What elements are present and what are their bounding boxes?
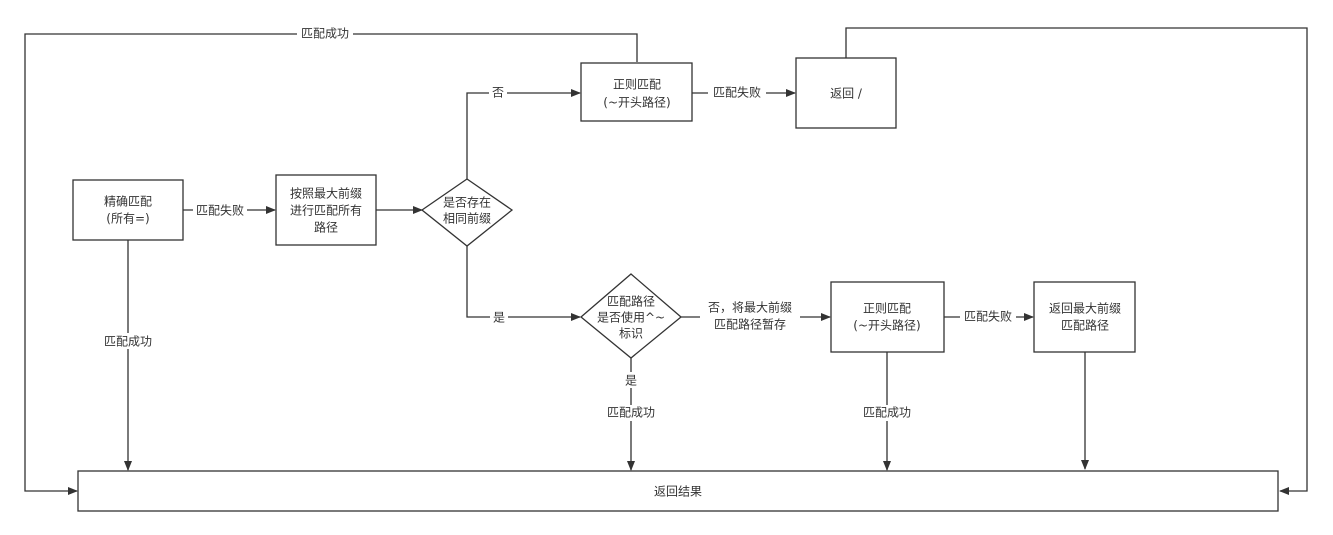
node-caret-line1: 匹配路径 <box>607 294 655 309</box>
node-exact-match-line1: 精确匹配 <box>104 195 152 209</box>
node-exact-match[interactable]: 精确匹配 (所有=) <box>72 179 184 241</box>
edge-decision-yes-to-caret-decision[interactable] <box>466 246 581 321</box>
node-caret-line3: 标识 <box>619 327 643 341</box>
node-same-prefix-decision[interactable]: 是否存在 相同前缀 <box>420 178 514 247</box>
edge-label-exact-fail: 匹配失败 <box>196 203 244 218</box>
node-regex-bottom-line2: (~开头路径) <box>853 318 920 333</box>
node-regex-match-bottom[interactable]: 正则匹配 (~开头路径) <box>830 281 945 353</box>
node-regex-match-top[interactable]: 正则匹配 (~开头路径) <box>580 62 693 122</box>
edge-label-regex-bottom-fail: 匹配失败 <box>964 309 1012 324</box>
edge-label-no: 否 <box>492 86 504 100</box>
node-regex-top-line2: (~开头路径) <box>603 95 670 110</box>
edge-label-regex-top-fail: 匹配失败 <box>713 85 761 100</box>
node-exact-match-line2: (所有=) <box>106 212 149 226</box>
edge-return-root-to-result[interactable] <box>845 27 1308 495</box>
node-return-longest-prefix[interactable]: 返回最大前缀 匹配路径 <box>1033 281 1136 353</box>
node-prefix-match-line2: 进行匹配所有 <box>290 204 362 218</box>
edge-label-caret-no-line2: 匹配路径暂存 <box>714 317 786 332</box>
node-caret-tilde-decision[interactable]: 匹配路径 是否使用^~ 标识 <box>579 273 683 359</box>
edge-label-exact-success: 匹配成功 <box>104 335 152 349</box>
node-return-result[interactable]: 返回结果 <box>77 470 1279 512</box>
edge-label-caret-no-line1: 否，将最大前缀 <box>708 300 792 315</box>
node-prefix-match-line3: 路径 <box>314 220 338 235</box>
edge-label-caret-success: 匹配成功 <box>607 406 655 420</box>
edge-regex-top-to-result[interactable] <box>24 33 638 495</box>
edge-labels: 匹配失败 匹配成功 否 是 匹配失败 匹配成功 否，将最大前缀 匹配路径暂存 是… <box>100 26 1016 421</box>
node-return-longest-line1: 返回最大前缀 <box>1049 301 1121 316</box>
node-return-longest-line2: 匹配路径 <box>1061 318 1109 333</box>
node-prefix-match-line1: 按照最大前缀 <box>290 186 362 201</box>
node-return-root-label: 返回 / <box>830 87 863 101</box>
edge-decision-no-to-regex-top[interactable] <box>466 89 581 179</box>
edge-label-yes: 是 <box>493 311 505 325</box>
node-prefix-match[interactable]: 按照最大前缀 进行匹配所有 路径 <box>275 174 377 246</box>
node-same-prefix-line1: 是否存在 <box>443 196 491 210</box>
node-same-prefix-line2: 相同前缀 <box>443 211 491 226</box>
node-return-root[interactable]: 返回 / <box>795 57 897 129</box>
edge-label-regex-top-success: 匹配成功 <box>301 27 349 41</box>
node-regex-bottom-line1: 正则匹配 <box>863 302 911 316</box>
node-caret-line2: 是否使用^~ <box>597 310 665 325</box>
edge-label-regex-bottom-success: 匹配成功 <box>863 406 911 420</box>
edge-label-caret-yes: 是 <box>625 374 637 388</box>
node-regex-top-line1: 正则匹配 <box>613 78 661 92</box>
node-return-result-label: 返回结果 <box>654 485 702 499</box>
